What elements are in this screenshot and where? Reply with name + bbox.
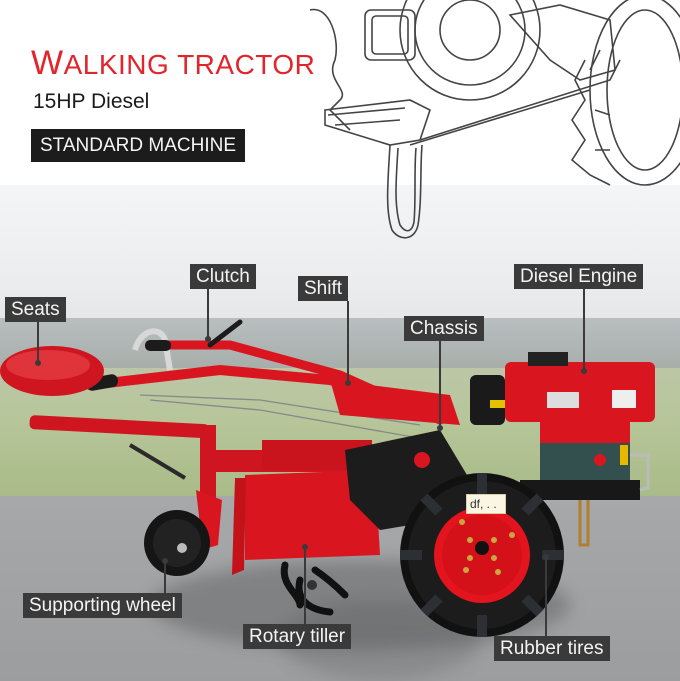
background-sky <box>0 185 680 325</box>
callout-chassis: Chassis <box>404 316 484 341</box>
callout-rubber-tires: Rubber tires <box>494 636 610 661</box>
leader-chassis <box>439 341 441 427</box>
leader-dot-seats <box>35 360 41 366</box>
leader-shift <box>347 301 349 383</box>
leader-clutch <box>207 289 209 339</box>
product-subtitle: 15HP Diesel <box>33 90 150 113</box>
leader-dot-rotary-tiller <box>302 544 308 550</box>
standard-machine-badge: STANDARD MACHINE <box>31 129 245 162</box>
tractor-sketch-illustration <box>310 0 680 239</box>
sticker-label: df, . . <box>466 494 506 514</box>
product-title-initial: W <box>31 44 64 82</box>
product-title: WALKING TRACTOR <box>31 44 315 83</box>
leader-dot-clutch <box>205 336 211 342</box>
callout-seats: Seats <box>5 297 66 322</box>
leader-dot-chassis <box>437 425 443 431</box>
leader-dot-diesel-engine <box>581 368 587 374</box>
leader-dot-supporting-wheel <box>162 558 168 564</box>
leader-diesel-engine <box>583 289 585 371</box>
callout-shift: Shift <box>298 276 349 301</box>
callout-diesel-engine: Diesel Engine <box>514 264 644 289</box>
leader-supporting-wheel <box>164 560 166 593</box>
leader-rubber-tires <box>545 556 547 636</box>
callout-supporting-wheel: Supporting wheel <box>23 593 182 618</box>
callout-clutch: Clutch <box>190 264 256 289</box>
leader-seats <box>37 322 39 362</box>
walking-tractor-photo <box>0 319 655 637</box>
callout-rotary-tiller: Rotary tiller <box>243 624 352 649</box>
leader-rotary-tiller <box>304 546 306 624</box>
leader-dot-rubber-tires <box>543 554 549 560</box>
leader-dot-shift <box>345 380 351 386</box>
product-title-rest: ALKING TRACTOR <box>63 49 316 80</box>
